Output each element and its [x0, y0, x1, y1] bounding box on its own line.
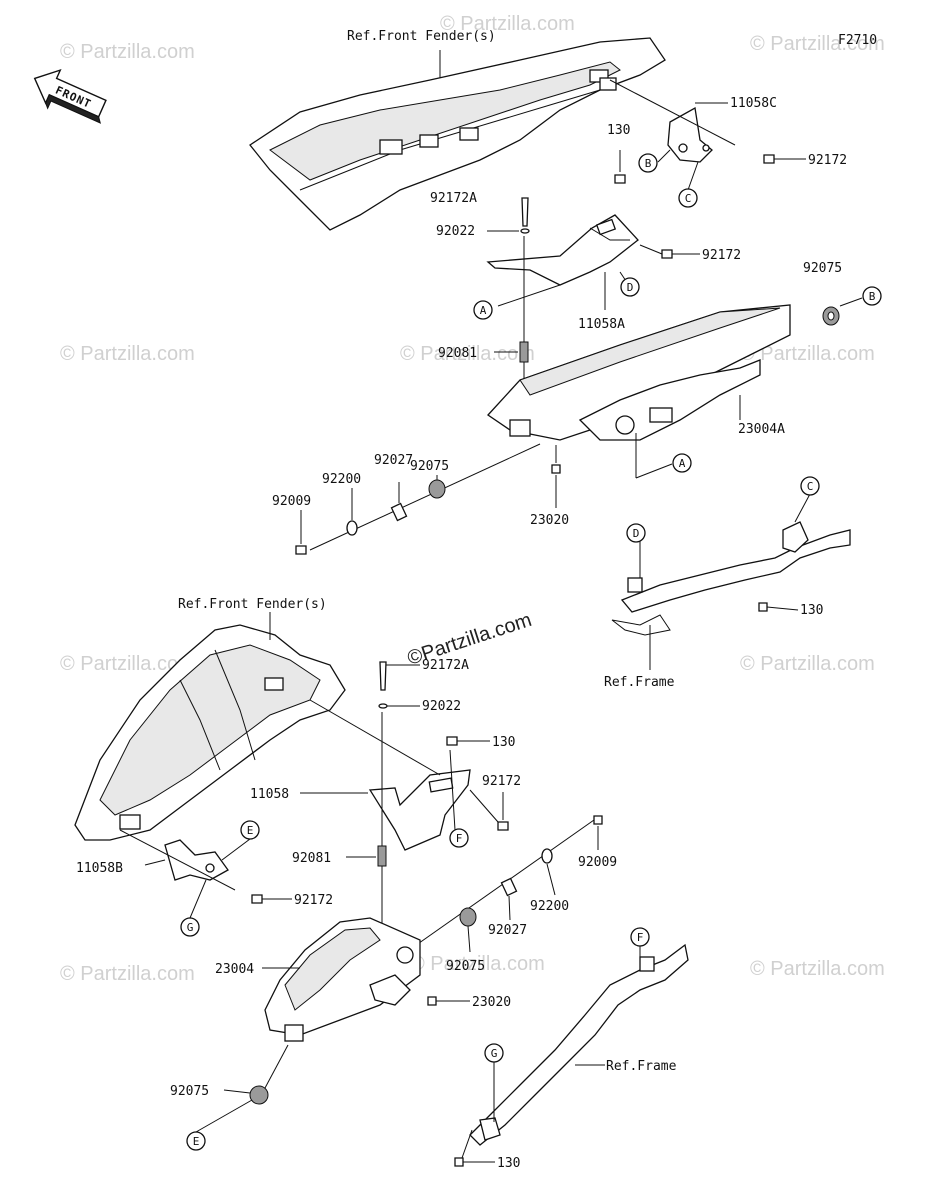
svg-text:C: C: [807, 480, 814, 493]
part-92172-lower-a-label: 92172: [482, 774, 521, 789]
part-23020-lower-label: 23020: [472, 995, 511, 1010]
watermark: © Partzilla.com: [400, 343, 535, 365]
part-11058-label: 11058: [250, 787, 289, 802]
svg-text:B: B: [869, 290, 876, 303]
part-92009-label: 92009: [272, 494, 311, 509]
bracket-11058a: [486, 214, 639, 286]
watermark: © Partzilla.com: [60, 41, 195, 63]
svg-text:F: F: [637, 931, 644, 944]
lower-front-fender: [74, 612, 346, 841]
part-130-lower-b-label: 130: [497, 1156, 520, 1171]
svg-text:D: D: [627, 281, 634, 294]
watermark: © Partzilla.com: [740, 653, 875, 675]
part-11058b-label: 11058B: [76, 861, 123, 876]
svg-text:A: A: [679, 457, 686, 470]
callout-g: G: [484, 1043, 504, 1063]
svg-text:F: F: [456, 832, 463, 845]
callout-b: B: [862, 286, 882, 306]
watermark: © Partzilla.com: [410, 953, 545, 975]
svg-text:D: D: [633, 527, 640, 540]
lower-assembly: Ref.Front Fender(s) 92172A 92022 130 110…: [74, 597, 689, 1171]
part-92081-lower-label: 92081: [292, 851, 331, 866]
lower-ref-fender-label: Ref.Front Fender(s): [178, 597, 327, 612]
svg-text:E: E: [247, 824, 254, 837]
part-92200-lower-label: 92200: [530, 899, 569, 914]
callout-a: A: [473, 300, 493, 320]
lower-ref-frame-label: Ref.Frame: [606, 1059, 677, 1074]
callout-d: D: [626, 523, 646, 543]
part-23020-label: 23020: [530, 513, 569, 528]
part-92172-lower-b-label: 92172: [294, 893, 333, 908]
watermark: © Partzilla.com: [60, 653, 195, 675]
figure-code: F2710: [838, 33, 877, 48]
bracket-11058: [368, 769, 471, 851]
callout-f: F: [630, 927, 650, 947]
part-92172a-label: 92172A: [430, 191, 477, 206]
callout-c: C: [678, 188, 698, 208]
part-23004-label: 23004: [215, 962, 254, 977]
part-130-b-label: 130: [800, 603, 823, 618]
callout-c: C: [800, 476, 820, 496]
callout-a: A: [672, 453, 692, 473]
part-92172-b-label: 92172: [702, 248, 741, 263]
part-92200-label: 92200: [322, 472, 361, 487]
upper-front-fender: [249, 37, 666, 231]
part-130-lower-label: 130: [492, 735, 515, 750]
svg-text:G: G: [491, 1047, 498, 1060]
upper-assembly: Ref.Front Fender(s) 11058C 92172 130 921…: [249, 29, 882, 690]
svg-text:A: A: [480, 304, 487, 317]
callout-b: B: [638, 153, 658, 173]
svg-text:B: B: [645, 157, 652, 170]
upper-ref-frame-label: Ref.Frame: [604, 675, 675, 690]
part-92022-label: 92022: [436, 224, 475, 239]
lower-frame: [469, 943, 689, 1146]
watermarks: © Partzilla.com © Partzilla.com © Partzi…: [60, 13, 885, 985]
callout-g: G: [180, 917, 200, 937]
watermark: © Partzilla.com: [60, 343, 195, 365]
callout-d: D: [620, 277, 640, 297]
svg-text:G: G: [187, 921, 194, 934]
watermark: © Partzilla.com: [740, 343, 875, 365]
part-92022-lower-label: 92022: [422, 699, 461, 714]
part-92009-lower-label: 92009: [578, 855, 617, 870]
part-11058a-label: 11058A: [578, 317, 625, 332]
part-92172-label: 92172: [808, 153, 847, 168]
watermark: © Partzilla.com: [60, 963, 195, 985]
part-92075-label: 92075: [803, 261, 842, 276]
callout-e: E: [240, 820, 260, 840]
housing-23004a: [487, 304, 791, 441]
upper-frame: [611, 521, 851, 670]
upper-ref-fender-label: Ref.Front Fender(s): [347, 29, 496, 44]
part-130-label: 130: [607, 123, 630, 138]
part-92075-lower-b-label: 92075: [170, 1084, 209, 1099]
bracket-11058b: [164, 839, 229, 881]
part-92172a-lower-label: 92172A: [422, 658, 469, 673]
watermark: © Partzilla.com: [750, 33, 885, 55]
part-92075-lower-a-label: 92075: [446, 959, 485, 974]
part-92027-label: 92027: [374, 453, 413, 468]
callout-f: F: [449, 828, 469, 848]
svg-text:E: E: [193, 1135, 200, 1148]
housing-23004: [264, 917, 421, 1042]
svg-text:C: C: [685, 192, 692, 205]
part-23004a-label: 23004A: [738, 422, 785, 437]
part-92075-b-label: 92075: [410, 459, 449, 474]
watermark: © Partzilla.com: [440, 13, 575, 35]
part-92027-lower-label: 92027: [488, 923, 527, 938]
part-11058c-label: 11058C: [730, 96, 777, 111]
watermark: © Partzilla.com: [750, 958, 885, 980]
callout-e: E: [186, 1131, 206, 1151]
bracket-11058c: [667, 106, 713, 163]
front-arrow-icon: FRONT: [33, 68, 107, 124]
part-92081-label: 92081: [438, 346, 477, 361]
